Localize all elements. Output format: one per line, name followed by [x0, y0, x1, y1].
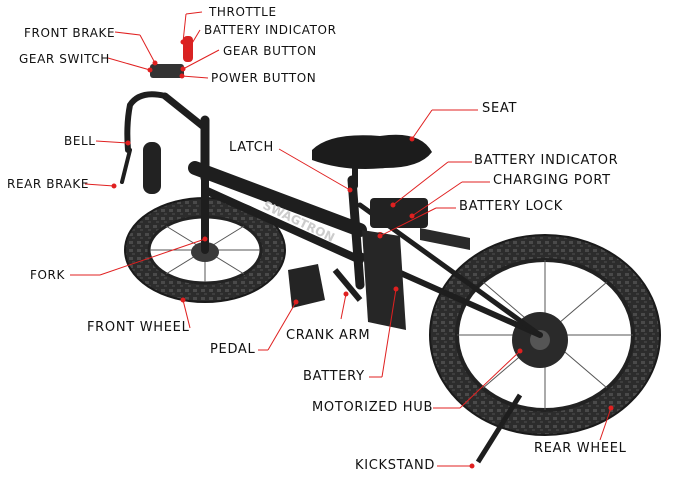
rear-rack: [420, 228, 470, 250]
label-latch: LATCH: [229, 140, 274, 155]
gear-switch: [150, 64, 184, 78]
label-seat: SEAT: [482, 101, 518, 116]
kickstand: [475, 393, 523, 464]
leader-lines: [70, 11, 614, 469]
rear-wheel: [429, 234, 661, 436]
crank-arm: [332, 268, 363, 302]
label-battery-indicator: BATTERY INDICATOR: [474, 153, 619, 168]
label-charging-port: CHARGING PORT: [493, 173, 611, 188]
label-throttle: THROTTLE: [209, 5, 277, 19]
battery: [362, 230, 406, 330]
label-gear-switch: GEAR SWITCH: [19, 52, 110, 66]
label-battery-indicator-top: BATTERY INDICATOR: [204, 23, 337, 37]
handlebar-grip: [143, 142, 161, 194]
label-front-wheel: FRONT WHEEL: [87, 320, 190, 335]
pedal: [288, 264, 325, 308]
seat: [312, 134, 432, 169]
label-bell: BELL: [64, 134, 96, 148]
label-rear-wheel: REAR WHEEL: [534, 441, 627, 456]
label-battery: BATTERY: [303, 369, 365, 384]
label-motorized-hub: MOTORIZED HUB: [312, 400, 434, 415]
label-crank-arm: CRANK ARM: [286, 328, 371, 343]
label-power-button: POWER BUTTON: [211, 71, 317, 85]
label-rear-brake: REAR BRAKE: [7, 177, 90, 191]
label-gear-button: GEAR BUTTON: [223, 44, 317, 58]
label-battery-lock: BATTERY LOCK: [459, 199, 563, 214]
label-fork: FORK: [30, 268, 65, 282]
battery-indicator-panel: [370, 198, 428, 228]
label-kickstand: KICKSTAND: [355, 458, 436, 473]
label-front-brake: FRONT BRAKE: [24, 26, 116, 40]
label-pedal: PEDAL: [210, 342, 256, 357]
